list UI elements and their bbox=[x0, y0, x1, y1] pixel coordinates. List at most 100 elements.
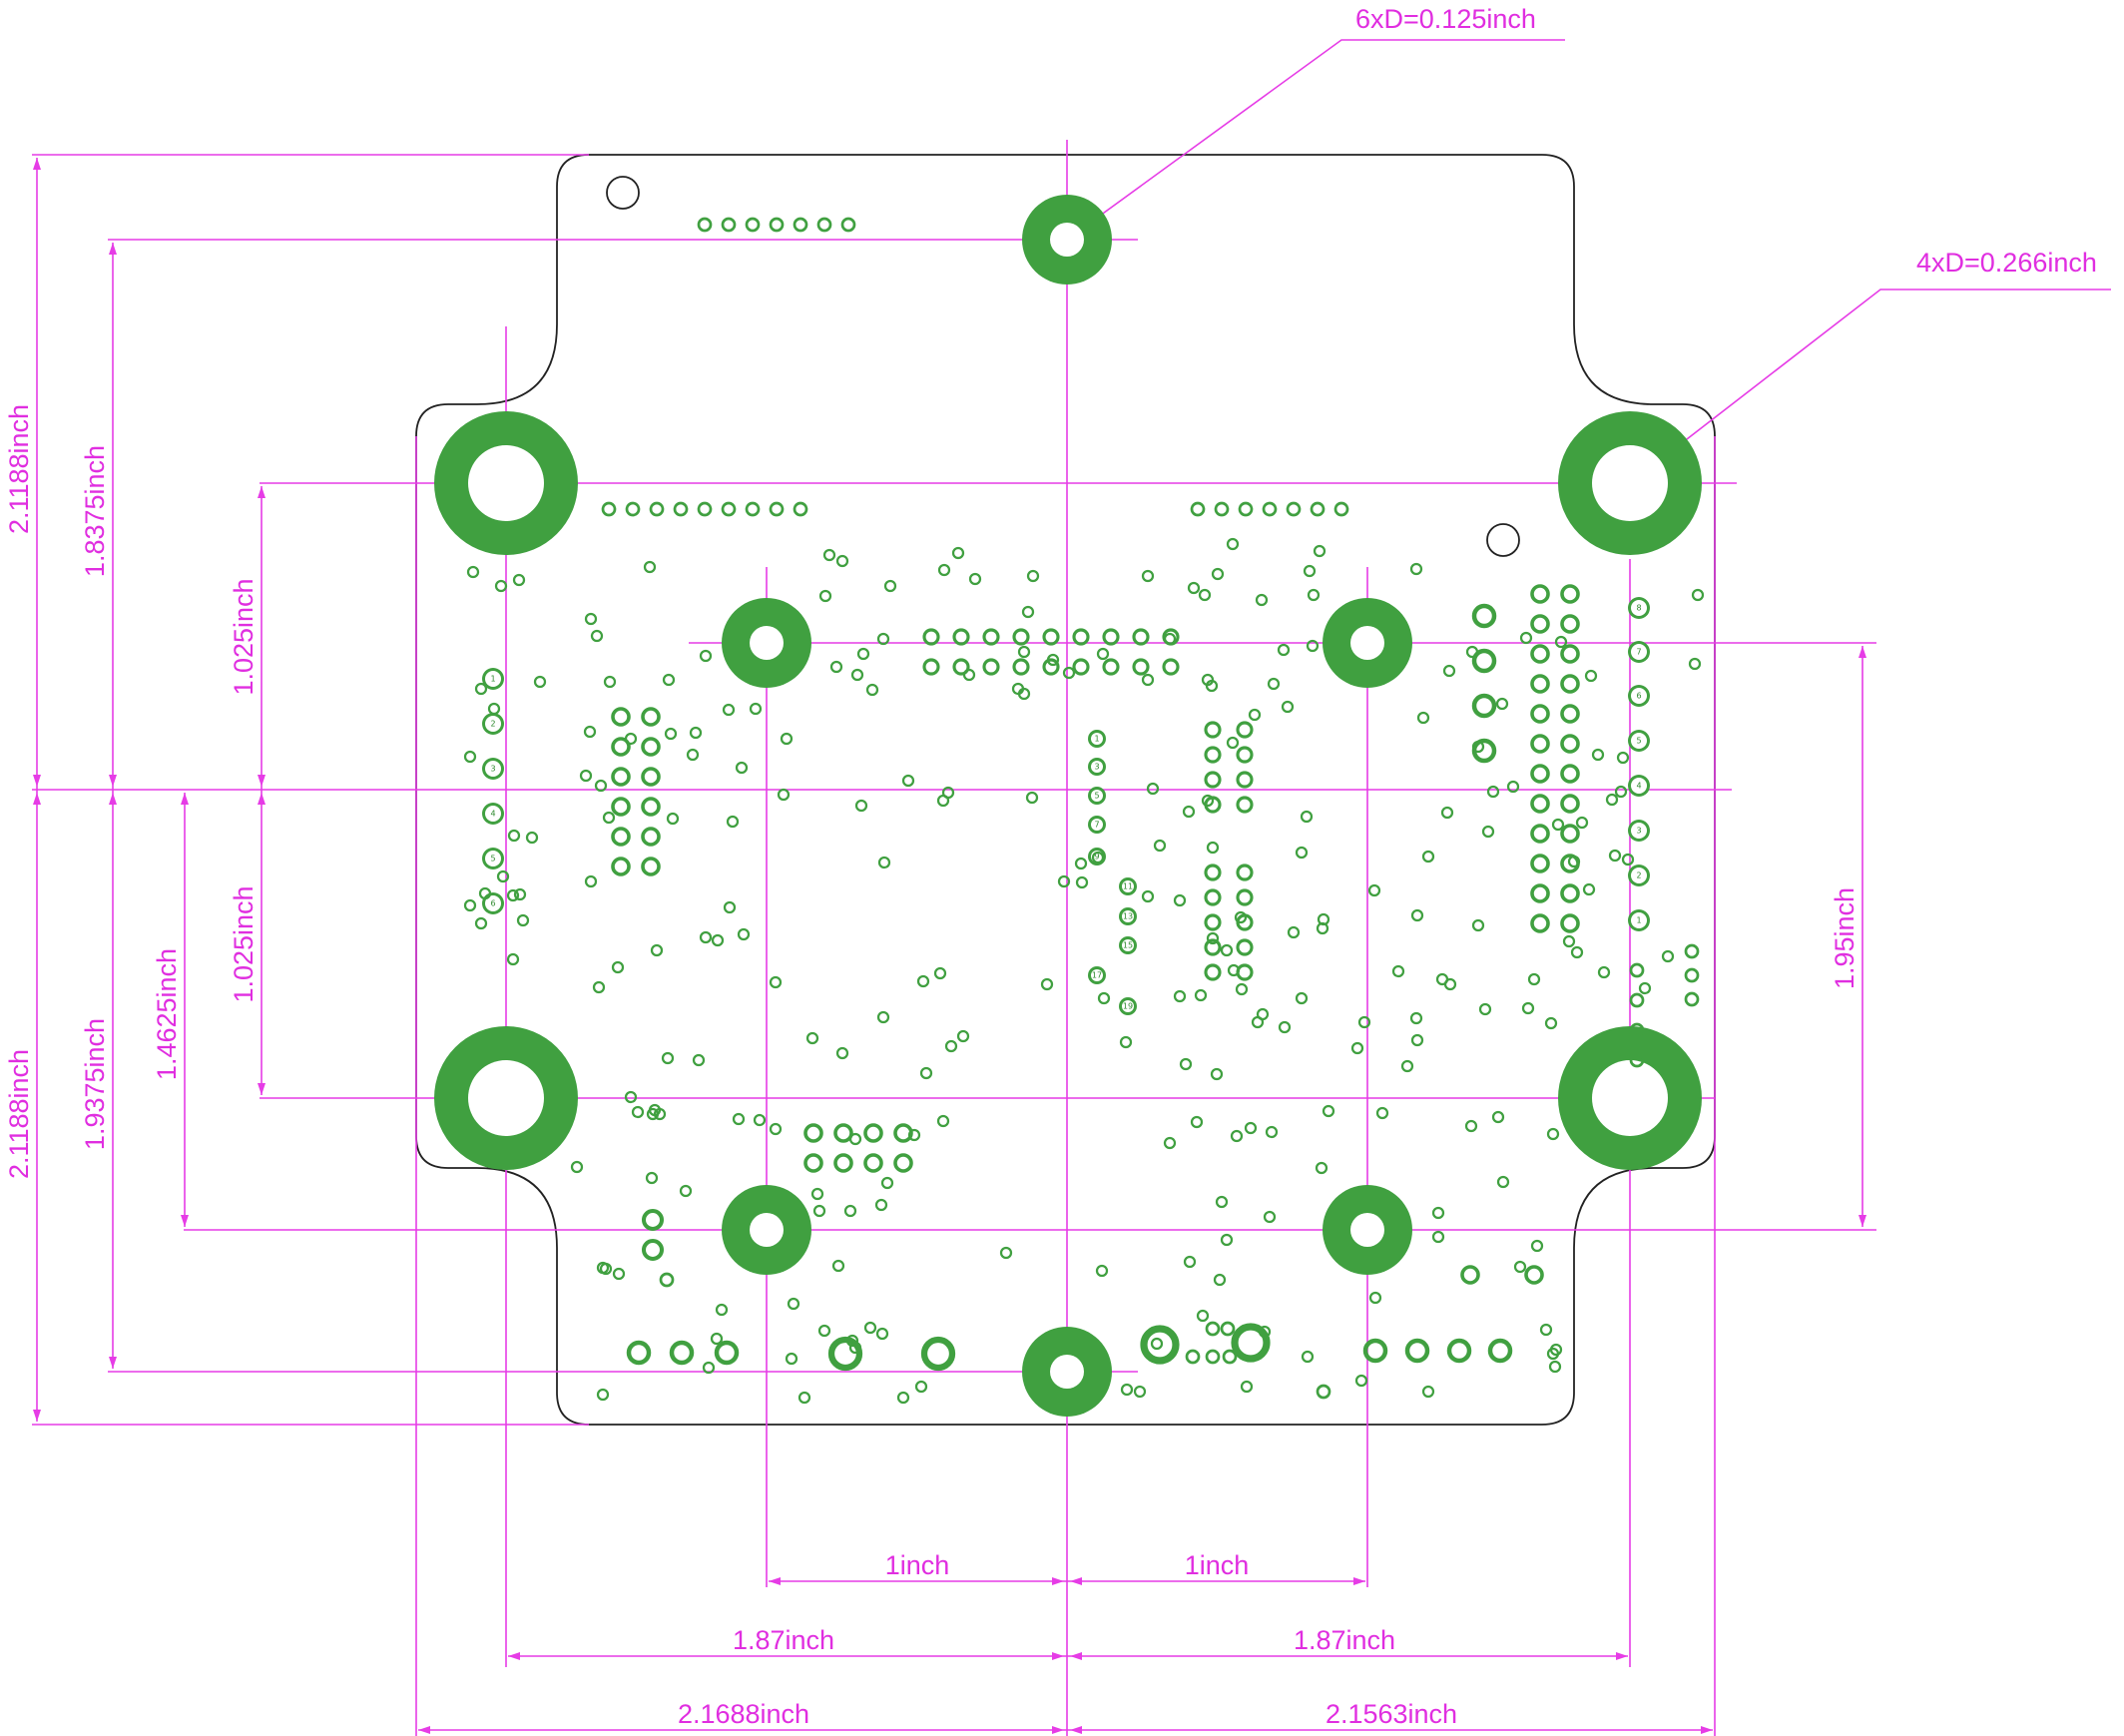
arrowhead bbox=[418, 1726, 430, 1734]
via bbox=[1684, 943, 1700, 959]
via bbox=[1560, 824, 1580, 844]
dim-left-mid-top: 1.8375inch bbox=[80, 445, 110, 577]
via bbox=[1605, 793, 1619, 807]
via bbox=[1204, 888, 1222, 906]
via bbox=[1409, 562, 1423, 576]
via bbox=[1400, 1059, 1414, 1073]
via bbox=[1120, 1383, 1134, 1397]
via bbox=[1222, 1349, 1238, 1365]
via bbox=[1220, 1233, 1234, 1247]
via bbox=[840, 217, 856, 233]
via bbox=[722, 703, 736, 717]
via bbox=[1204, 746, 1222, 764]
via bbox=[1661, 949, 1675, 963]
via bbox=[956, 1029, 970, 1043]
via bbox=[611, 797, 631, 817]
via bbox=[1262, 501, 1278, 517]
via bbox=[1491, 1110, 1505, 1124]
dim-left-inner-bottom: 1.025inch bbox=[229, 885, 259, 1002]
via bbox=[1227, 963, 1241, 977]
via bbox=[1198, 588, 1212, 602]
via bbox=[1182, 805, 1196, 819]
via bbox=[1231, 1323, 1271, 1363]
via bbox=[951, 546, 965, 560]
via bbox=[1486, 785, 1500, 799]
via bbox=[478, 886, 492, 900]
via bbox=[641, 1208, 665, 1232]
via bbox=[769, 1122, 783, 1136]
via bbox=[845, 1334, 859, 1348]
via bbox=[1530, 854, 1550, 873]
via bbox=[626, 1340, 652, 1366]
via bbox=[769, 217, 785, 233]
via bbox=[833, 1123, 853, 1143]
via bbox=[1416, 711, 1430, 725]
via bbox=[1560, 614, 1580, 634]
via bbox=[901, 774, 915, 788]
via bbox=[1546, 1347, 1560, 1361]
via bbox=[583, 725, 597, 739]
via bbox=[507, 829, 521, 843]
via bbox=[711, 933, 725, 947]
via bbox=[1691, 588, 1705, 602]
via bbox=[721, 217, 737, 233]
arrowhead bbox=[1858, 1215, 1866, 1227]
via bbox=[1471, 740, 1485, 754]
via bbox=[692, 1053, 706, 1067]
via bbox=[835, 1046, 849, 1060]
via bbox=[1150, 1337, 1164, 1351]
via bbox=[982, 658, 1000, 676]
via bbox=[850, 668, 864, 682]
via bbox=[831, 1259, 845, 1273]
svg-text:5: 5 bbox=[1636, 737, 1641, 746]
via bbox=[584, 612, 598, 626]
via bbox=[1684, 991, 1700, 1007]
pad: 13 bbox=[1119, 907, 1137, 925]
svg-text:17: 17 bbox=[1092, 971, 1102, 980]
via bbox=[1421, 850, 1435, 864]
via bbox=[1575, 816, 1589, 830]
pad: 1 bbox=[482, 668, 504, 690]
via bbox=[1629, 1052, 1645, 1068]
arrowhead bbox=[1052, 1577, 1064, 1585]
via bbox=[641, 797, 661, 817]
via bbox=[1614, 785, 1628, 799]
svg-text:3: 3 bbox=[490, 765, 495, 774]
via bbox=[1530, 734, 1550, 754]
via bbox=[1210, 1067, 1224, 1081]
svg-text:3: 3 bbox=[1636, 827, 1641, 836]
via bbox=[1391, 964, 1405, 978]
arrowhead bbox=[258, 775, 266, 787]
via bbox=[1560, 734, 1580, 754]
via bbox=[1621, 853, 1635, 867]
via bbox=[922, 658, 940, 676]
via bbox=[1183, 1255, 1197, 1269]
via bbox=[863, 1153, 883, 1173]
via bbox=[1478, 1002, 1492, 1016]
via bbox=[1465, 645, 1479, 659]
via bbox=[952, 658, 970, 676]
via bbox=[1481, 825, 1495, 839]
via bbox=[1295, 846, 1309, 860]
arrowhead bbox=[1701, 1726, 1713, 1734]
via bbox=[1506, 780, 1520, 794]
via bbox=[664, 727, 678, 741]
via bbox=[474, 682, 488, 696]
via bbox=[769, 501, 785, 517]
via bbox=[570, 1160, 584, 1174]
via bbox=[1258, 1325, 1272, 1339]
arrowhead bbox=[1858, 646, 1866, 658]
via bbox=[1460, 1265, 1480, 1285]
via bbox=[827, 1336, 863, 1372]
via bbox=[650, 943, 664, 957]
arrowhead bbox=[181, 1215, 189, 1227]
via bbox=[968, 572, 982, 586]
via bbox=[1333, 501, 1349, 517]
via bbox=[749, 702, 763, 716]
via bbox=[1146, 782, 1160, 796]
via bbox=[785, 1352, 798, 1366]
via bbox=[1567, 855, 1581, 868]
via bbox=[1584, 669, 1598, 683]
via bbox=[653, 1107, 667, 1121]
pad: 5 bbox=[1088, 787, 1106, 805]
